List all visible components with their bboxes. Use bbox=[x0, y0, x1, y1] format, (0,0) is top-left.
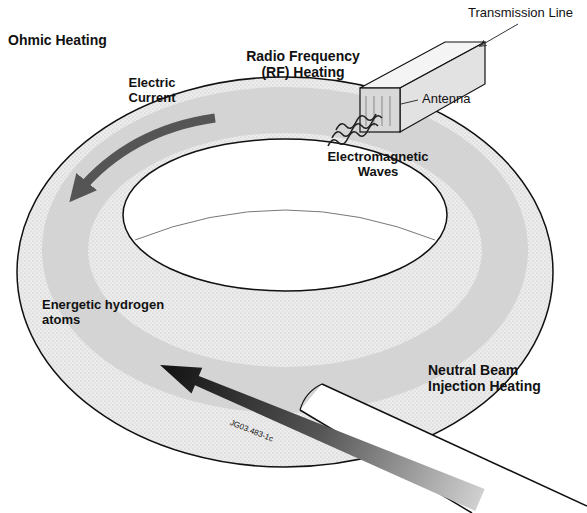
antenna-grill bbox=[366, 96, 390, 126]
heating-label: Neutral Beam Injection Heating bbox=[428, 362, 553, 394]
callout-label: Antenna bbox=[422, 92, 492, 107]
torus-outer bbox=[17, 77, 553, 467]
heating-label: Radio Frequency (RF) Heating bbox=[238, 48, 368, 80]
inner-wall bbox=[135, 210, 435, 240]
transmission-line-side bbox=[400, 42, 485, 132]
beam-pipe-mouth bbox=[300, 384, 322, 410]
torus-hole bbox=[123, 139, 447, 291]
callout-label: Transmission Line bbox=[468, 6, 583, 21]
flow-label: Electric Current bbox=[112, 76, 192, 106]
em-wave bbox=[336, 114, 376, 130]
current-arrow bbox=[78, 118, 215, 192]
leader-line bbox=[401, 100, 418, 104]
plasma-band bbox=[65, 110, 505, 390]
leader-line bbox=[480, 24, 518, 46]
antenna bbox=[360, 88, 400, 132]
particle-label: Energetic hydrogen atoms bbox=[42, 298, 172, 328]
wave-label: Electromagnetic Waves bbox=[318, 150, 438, 180]
heating-label: Ohmic Heating bbox=[8, 32, 148, 48]
